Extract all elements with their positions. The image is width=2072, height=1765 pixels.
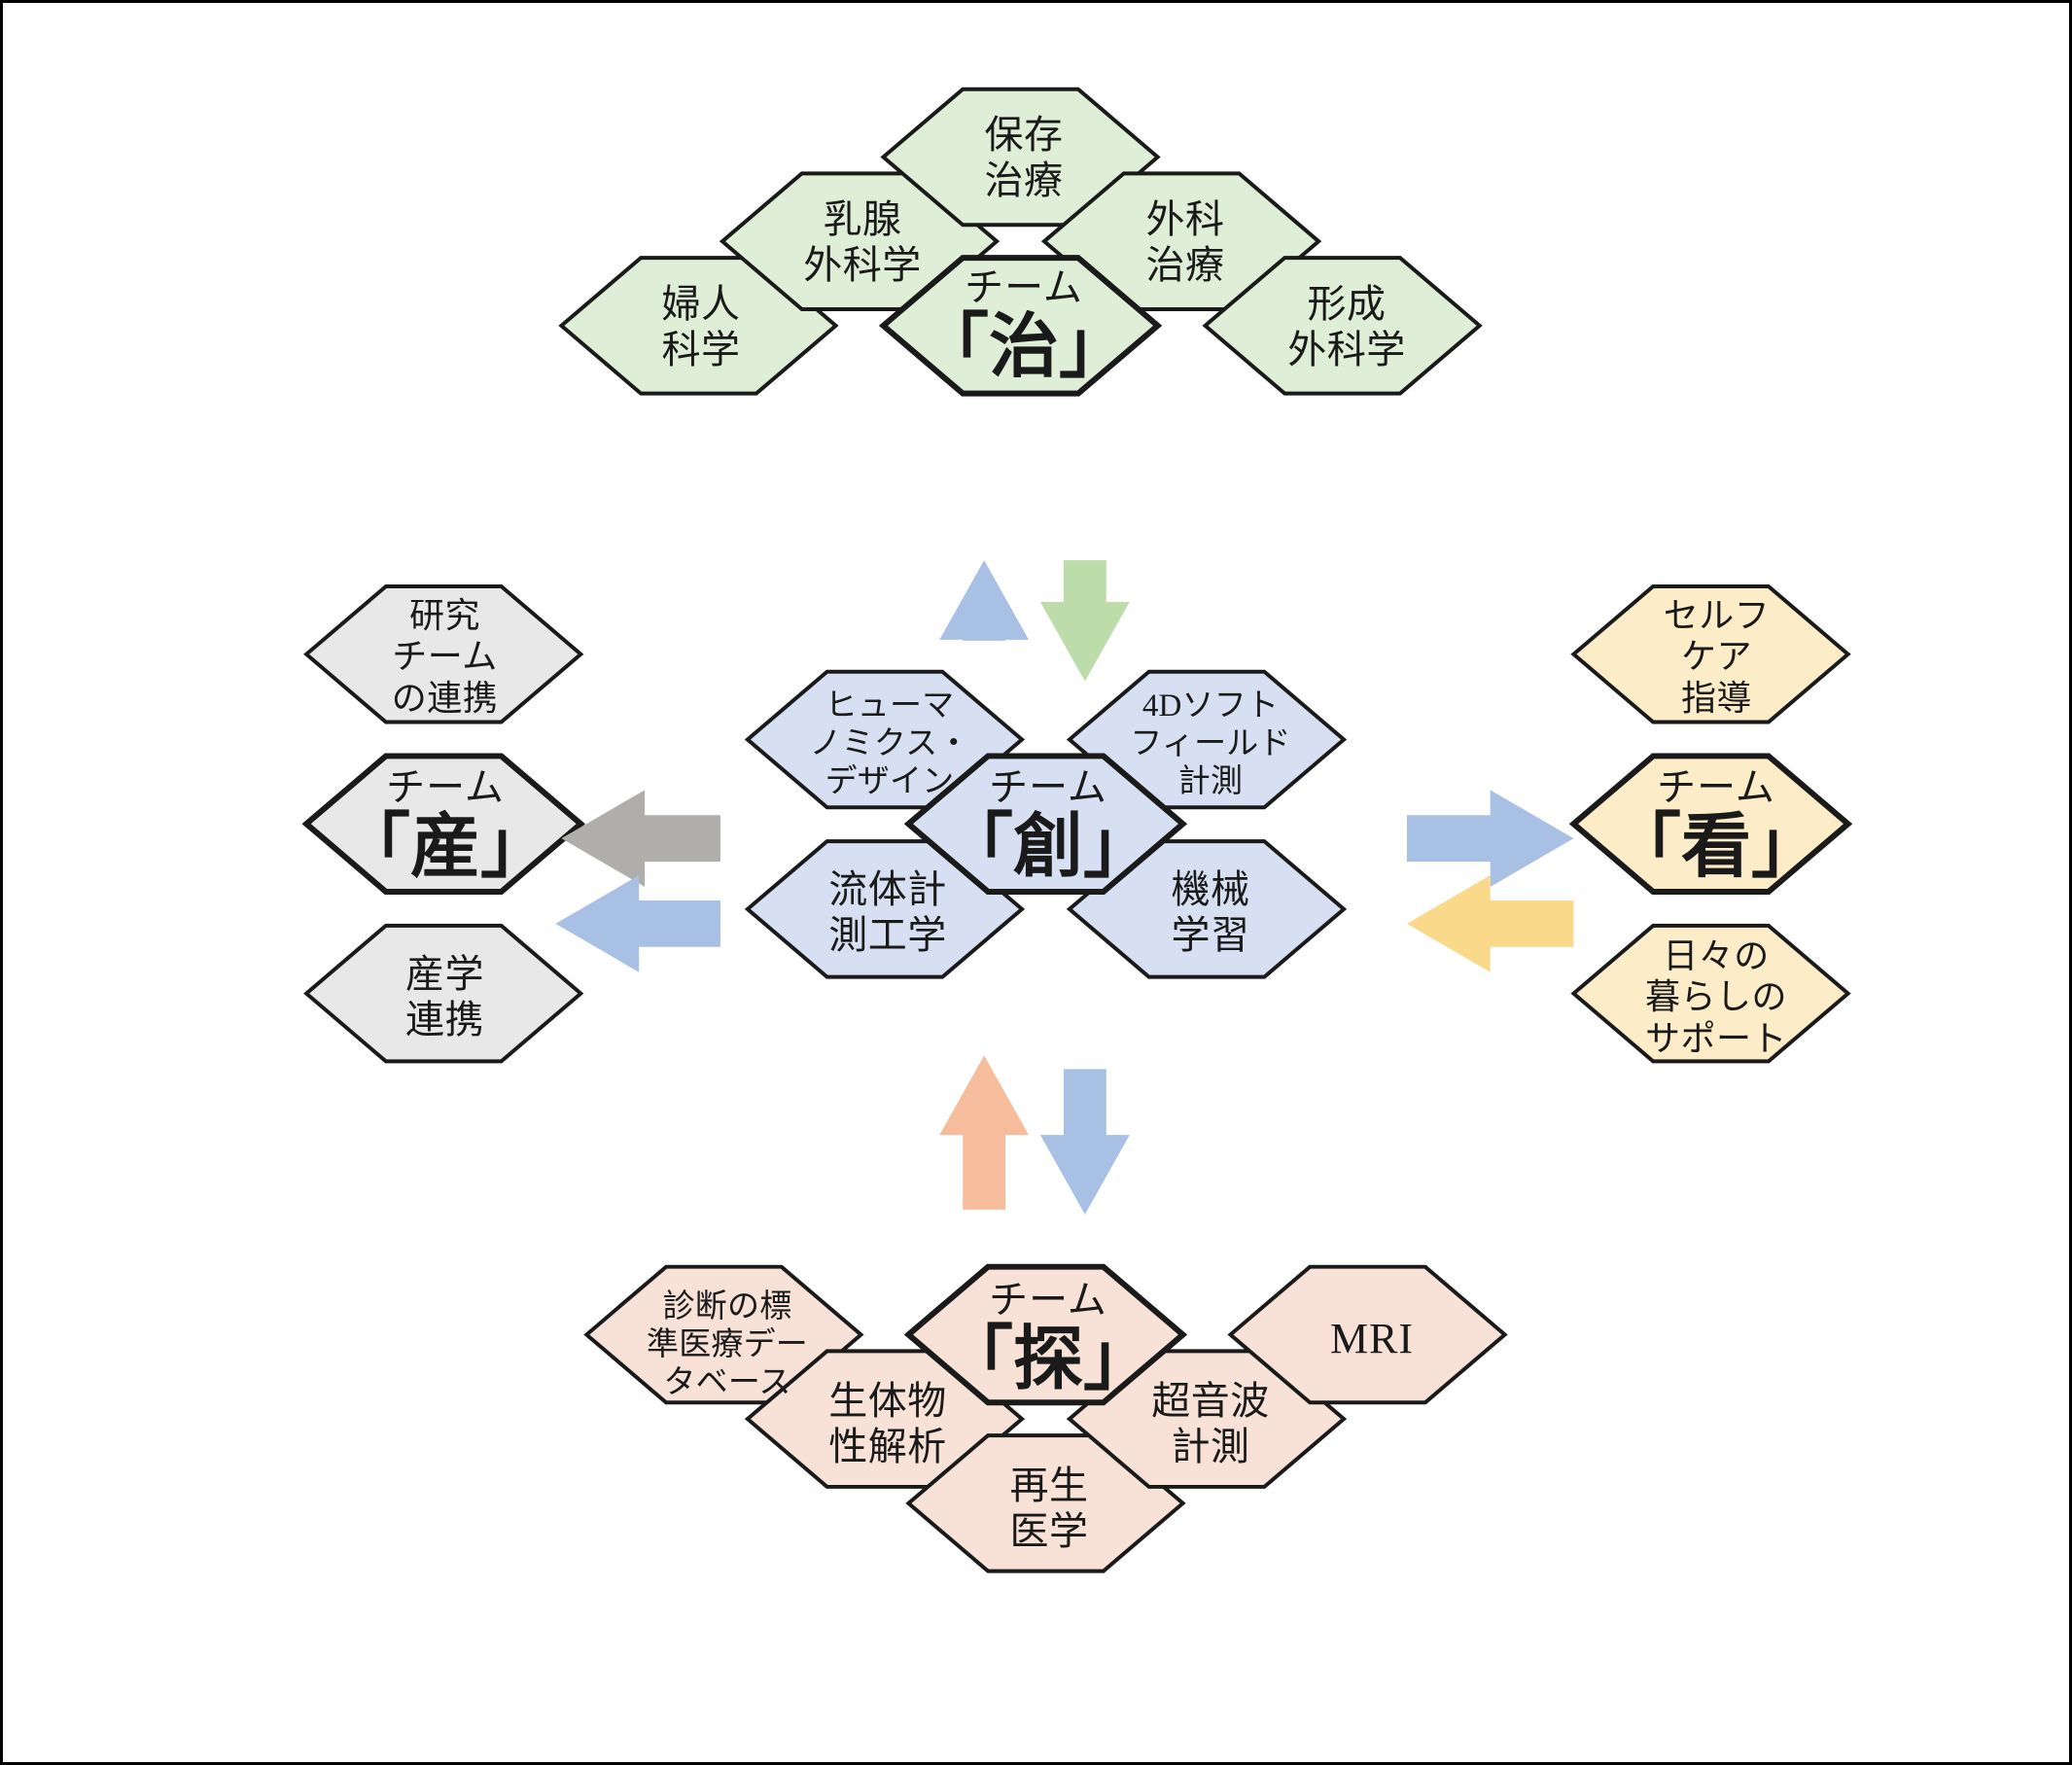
hex-standard-medical-db-shape[interactable] <box>583 1264 864 1405</box>
hex-team-chi-shape[interactable] <box>878 255 1163 397</box>
hex-regenerative-medicine-shape[interactable] <box>905 1433 1186 1573</box>
hex-conservative-therapy-shape[interactable] <box>880 87 1161 228</box>
arrow-center-to-top <box>939 560 1030 641</box>
hex-team-tan-shape[interactable] <box>903 1263 1188 1406</box>
hex-research-team-collab-shape[interactable] <box>303 584 584 724</box>
hexagon-diagram-svg <box>301 87 1853 1573</box>
hex-gynecology-shape[interactable] <box>558 256 839 396</box>
cluster-right <box>1568 584 1853 1064</box>
hex-team-kan-shape[interactable] <box>1568 753 1853 895</box>
hex-biophysical-analysis-shape[interactable] <box>744 1349 1026 1489</box>
arrow-bottom-to-center <box>939 1055 1030 1210</box>
hex-fluid-measurement-shape[interactable] <box>744 839 1026 979</box>
hex-industry-academia-shape[interactable] <box>303 923 584 1064</box>
cluster-left <box>301 584 585 1064</box>
arrow-top-to-center <box>1039 560 1130 682</box>
arrow-center-to-right <box>1406 790 1574 887</box>
hex-mri-shape[interactable] <box>1227 1264 1508 1405</box>
arrow-center-to-bottom <box>1039 1069 1130 1215</box>
arrow-left-to-center <box>555 875 720 972</box>
hex-team-san-shape[interactable] <box>301 753 585 895</box>
hex-plastic-surgery-shape[interactable] <box>1202 256 1483 396</box>
cluster-center <box>744 669 1348 979</box>
hex-breast-surgery-shape[interactable] <box>719 171 1001 311</box>
cluster-bottom <box>583 1263 1508 1573</box>
arrow-center-to-left <box>561 790 720 887</box>
hex-self-care-guidance-shape[interactable] <box>1570 584 1851 724</box>
hex-daily-life-support-shape[interactable] <box>1570 923 1851 1064</box>
hex-team-sou-shape[interactable] <box>903 753 1188 895</box>
hex-humanomics-design-shape[interactable] <box>744 669 1026 810</box>
arrow-right-to-center <box>1406 875 1574 972</box>
cluster-top <box>558 87 1483 397</box>
